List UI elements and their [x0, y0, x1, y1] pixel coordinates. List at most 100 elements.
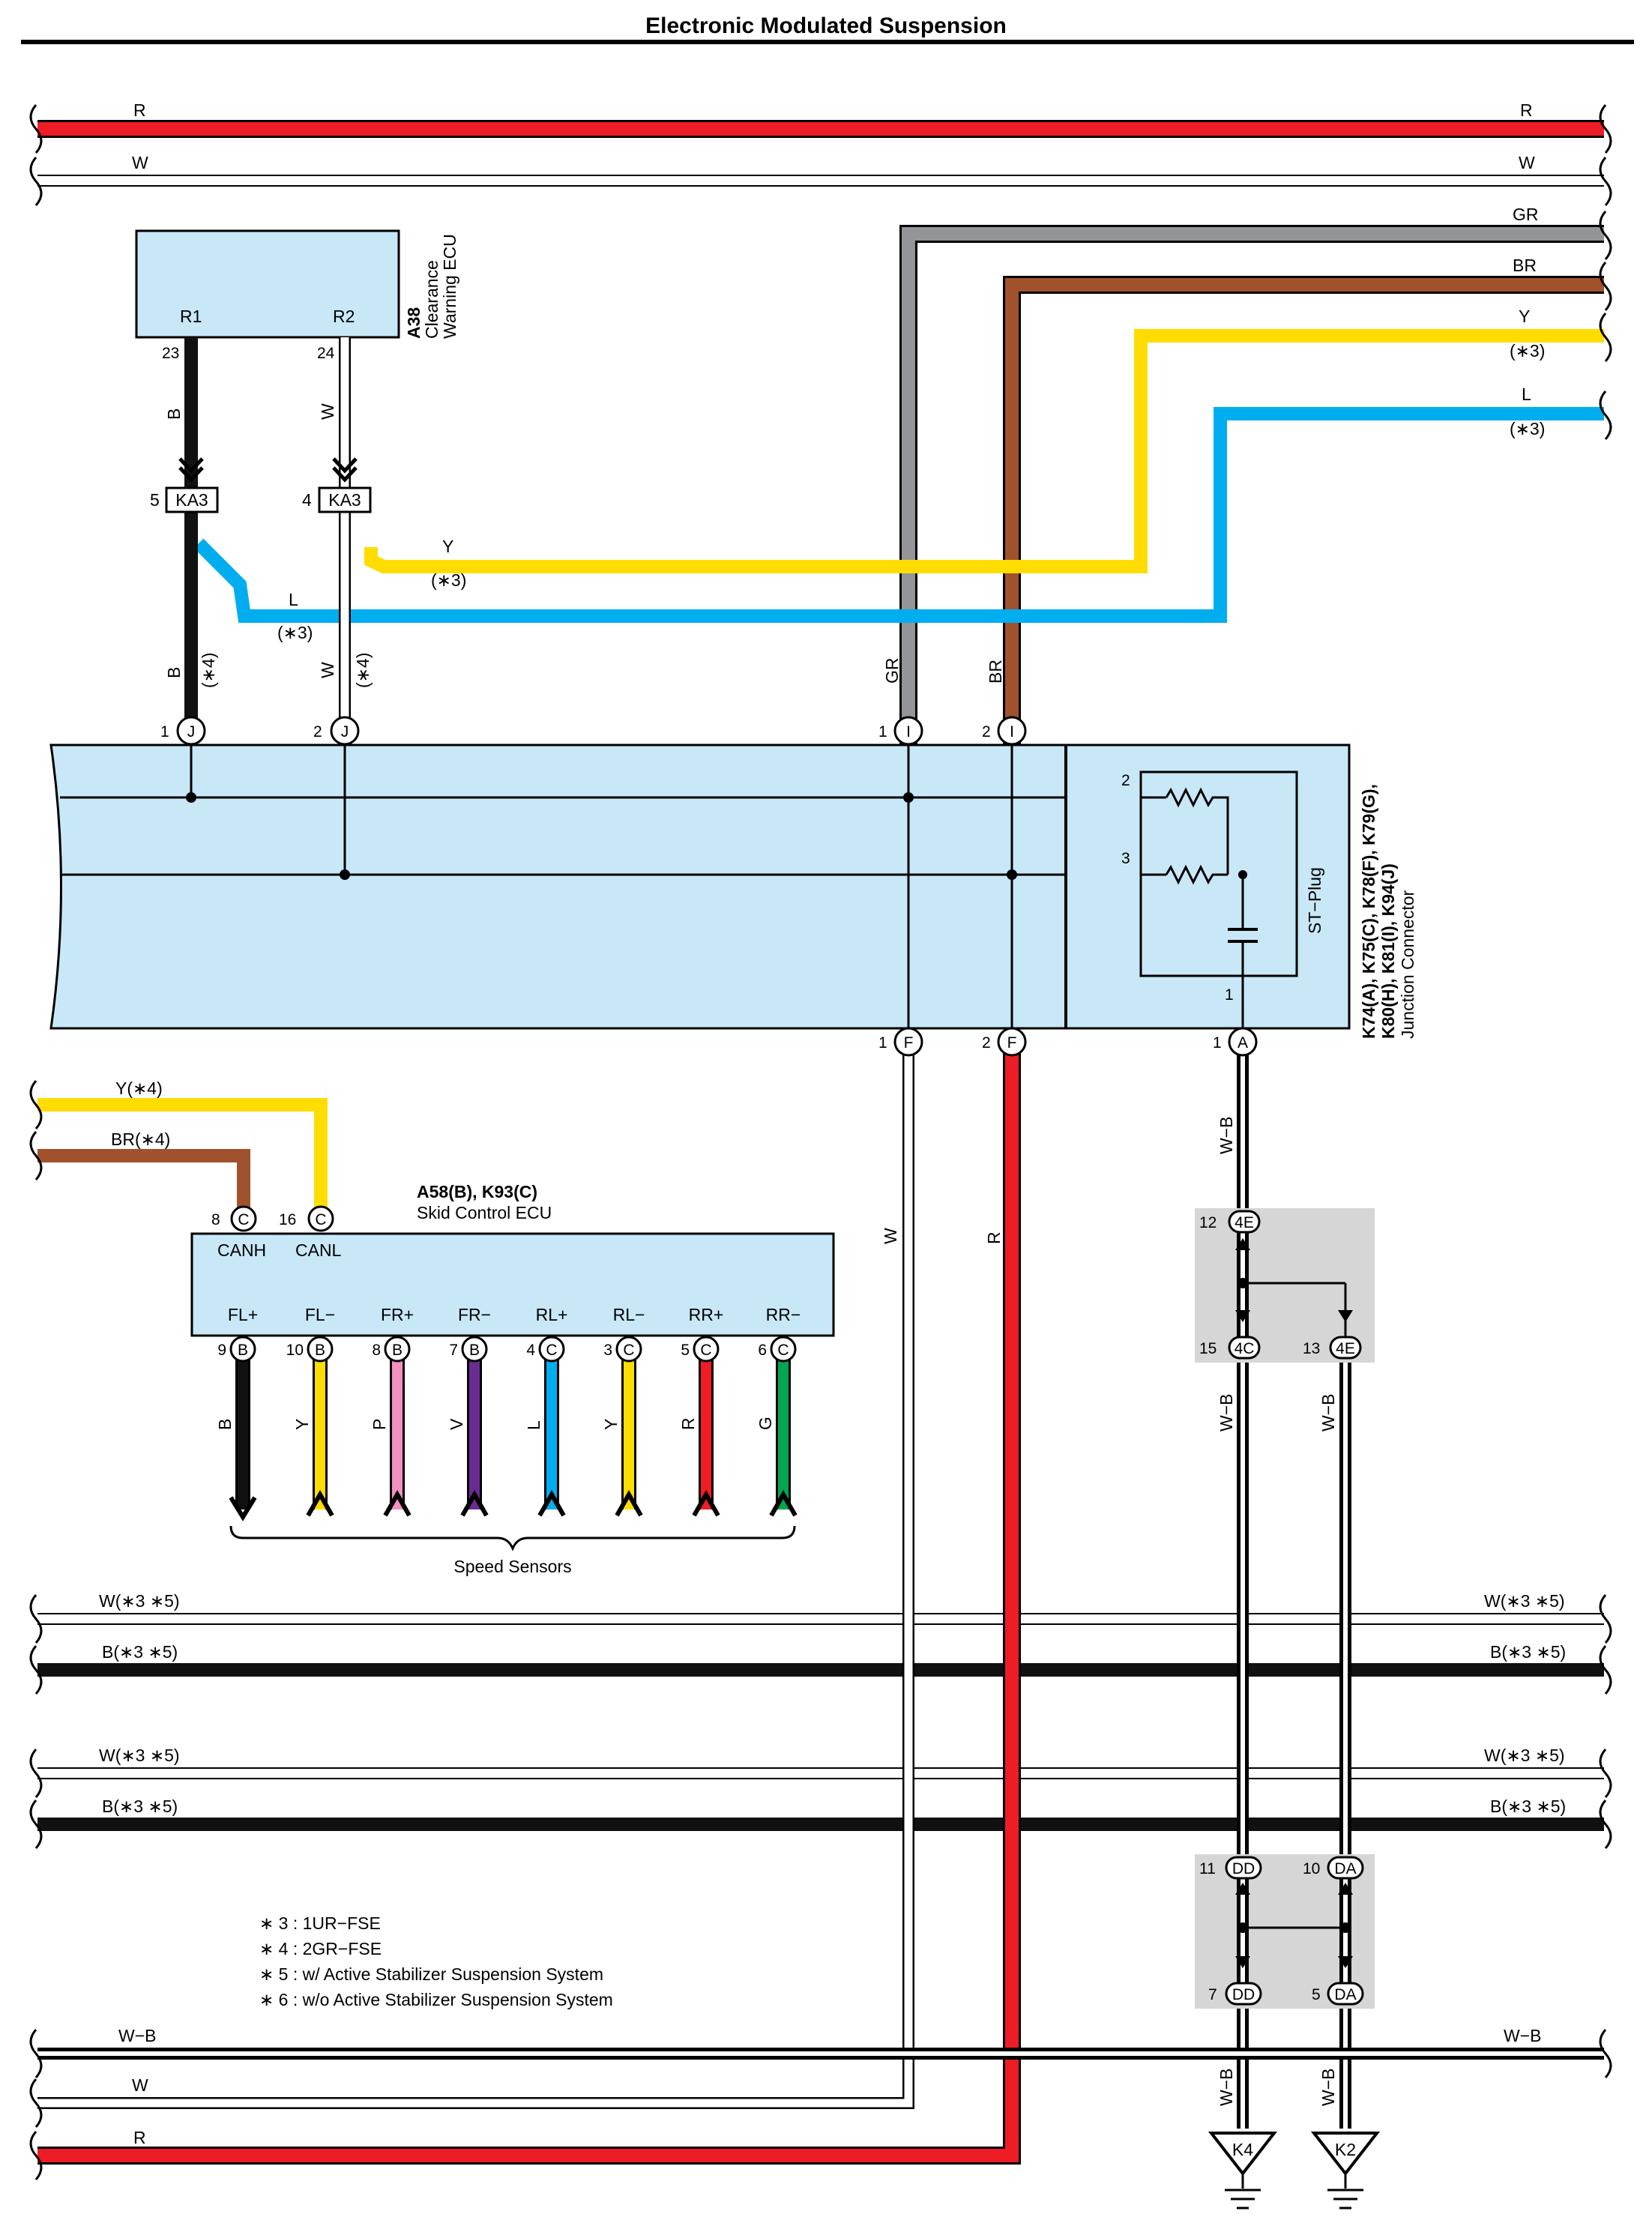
label-br-top: BR: [1513, 256, 1537, 275]
speed-sensor-wire-label: Y: [292, 1419, 312, 1430]
svg-text:I: I: [1010, 723, 1014, 741]
svg-text:J: J: [187, 723, 196, 741]
pin-i2: I 2: [982, 716, 1027, 746]
skid-ecu-name: Skid Control ECU: [417, 1203, 552, 1222]
label-b-j-note: (∗4): [199, 653, 218, 688]
footnotes: ∗ 3 : 1UR−FSE ∗ 4 : 2GR−FSE ∗ 5 : w/ Act…: [259, 1913, 613, 2009]
pin-j1: J 1: [160, 716, 206, 746]
ground-k2: K2: [1310, 2132, 1381, 2210]
label-l-ka3: L: [289, 590, 298, 609]
label-l-ka3-note: (∗3): [277, 623, 313, 642]
splice-15-conn: 4C: [1235, 1340, 1255, 1357]
splice-7-conn: DD: [1232, 1986, 1255, 2003]
pin-a1-no: 1: [1213, 1034, 1222, 1052]
speed-sensor-pin-conn: B: [238, 1342, 248, 1359]
speed-sensor-pin-no: 7: [449, 1342, 458, 1359]
splice-10-conn: DA: [1334, 1860, 1356, 1877]
speed-sensor-pin-no: 6: [758, 1342, 767, 1359]
clearance-ecu-name-2: Warning ECU: [440, 234, 459, 339]
speed-sensor-pin-rr-minus: RR−C6G: [756, 1305, 801, 1517]
speed-sensor-pin-rl-plus: RL+C4L: [524, 1305, 567, 1517]
label-wb-5: W−B: [1318, 2069, 1338, 2106]
speed-sensor-pin-no: 5: [681, 1342, 690, 1359]
skid-top-pin-16-no: 16: [279, 1211, 296, 1228]
junction-name: Junction Connector: [1398, 890, 1417, 1039]
bus-w2-right: W(∗3 ∗5): [1484, 1746, 1565, 1765]
speed-sensor-pin-label: RL−: [613, 1305, 645, 1324]
pin-r2-label: R2: [333, 307, 355, 326]
label-skid-br: BR(∗4): [111, 1129, 170, 1149]
label-w-a38: W: [318, 403, 337, 420]
bus-b1-right: B(∗3 ∗5): [1490, 1642, 1566, 1662]
label-w-j-note: (∗4): [353, 653, 373, 688]
skid-top-pin-8-no: 8: [211, 1211, 220, 1228]
splice-lower: DD 11 DA 10 DD 7 DA 5: [1195, 1854, 1375, 2009]
skid-top-pin-16-conn: C: [315, 1211, 326, 1228]
label-skid-y: Y(∗4): [115, 1079, 163, 1098]
label-wb-3: W−B: [1318, 1394, 1338, 1432]
speed-sensor-pins: FL+B9BFL−B10YFR+B8PFR−B7VRL+C4LRL−C3YRR+…: [215, 1305, 801, 1521]
label-w-mid: W: [881, 1228, 900, 1244]
note-3: ∗ 3 : 1UR−FSE: [259, 1913, 381, 1933]
splice-12-conn: 4E: [1235, 1214, 1254, 1231]
diagram-title: Electronic Modulated Suspension: [645, 13, 1007, 38]
splice-13-conn: 4E: [1336, 1340, 1355, 1357]
speed-sensor-wire-label: Y: [601, 1419, 621, 1430]
speed-sensor-pin-no: 4: [526, 1342, 535, 1359]
ka3-connector-right: KA3 4: [302, 457, 372, 513]
pin-a1: A 1: [1213, 1027, 1258, 1057]
lower-buses: W(∗3 ∗5) W(∗3 ∗5) B(∗3 ∗5) B(∗3 ∗5) W(∗3…: [29, 1591, 1612, 2180]
speed-sensor-pin-label: RR+: [689, 1305, 724, 1324]
svg-text:J: J: [341, 723, 349, 741]
title-rule: [21, 40, 1634, 44]
label-y-ka3: Y: [442, 537, 453, 556]
label-gr-top: GR: [1513, 205, 1539, 224]
bus-wb-left: W−B: [118, 2026, 156, 2045]
clearance-warning-ecu: R1 R2 23 24 A38 Clearance Warning ECU: [135, 229, 459, 362]
ground-k4: K4: [1208, 2132, 1278, 2210]
speed-sensor-pin-conn: B: [392, 1342, 403, 1359]
splice-11-conn: DD: [1232, 1860, 1255, 1877]
splice-7-no: 7: [1208, 1986, 1217, 2003]
speed-sensor-pin-conn: C: [777, 1342, 789, 1359]
label-y-top: Y: [1519, 307, 1530, 326]
bus-b2-right: B(∗3 ∗5): [1490, 1797, 1566, 1816]
speed-sensor-pin-label: FL+: [228, 1305, 258, 1324]
splice-15-no: 15: [1199, 1340, 1217, 1357]
speed-sensor-wire-label: G: [756, 1417, 775, 1430]
st-plug-pin-1: 1: [1225, 986, 1234, 1004]
skid-pin-canl: CANL: [295, 1240, 342, 1260]
label-w-top-left: W: [132, 153, 148, 172]
splice-5-no: 5: [1312, 1986, 1321, 2003]
speed-sensor-wire-label: V: [447, 1418, 466, 1430]
label-w-top-right: W: [1519, 153, 1535, 172]
pin-r1-label: R1: [180, 307, 202, 326]
junction-codes-2: K80(H), K81(I), K94(J): [1378, 863, 1398, 1039]
speed-sensor-pin-no: 8: [372, 1342, 381, 1359]
junction-connector: 2 3 1 ST−Plug K74(A), K75(C), K78(F), K7…: [49, 731, 1417, 1042]
top-bus: R R W W GR BR Y (∗3) L (∗3): [29, 100, 1612, 749]
svg-text:A: A: [1238, 1034, 1248, 1052]
label-b-j: B: [164, 667, 184, 678]
st-plug-pin-3: 3: [1121, 850, 1130, 867]
label-y-top-note: (∗3): [1510, 341, 1545, 361]
pin-f2: F 2: [982, 1027, 1027, 1057]
speed-sensor-pin-label: FR−: [458, 1305, 491, 1324]
speed-sensor-pin-fr-plus: FR+B8P: [370, 1305, 414, 1517]
svg-text:K4: K4: [1232, 2140, 1253, 2159]
pin-f2-no: 2: [982, 1034, 991, 1052]
skid-pin-canh: CANH: [217, 1240, 266, 1260]
ka3-right-name: KA3: [328, 490, 361, 510]
speed-sensor-pin-fl-plus: FL+B9B: [215, 1305, 258, 1521]
pin-j2-no: 2: [313, 723, 322, 741]
wire-br: [1005, 278, 1604, 749]
svg-text:I: I: [906, 723, 911, 741]
bus-b1-left: B(∗3 ∗5): [102, 1642, 178, 1662]
wire-r-mid: [37, 1042, 1019, 2162]
label-r-top-left: R: [133, 100, 146, 120]
svg-text:K2: K2: [1335, 2140, 1356, 2159]
pin-j2: J 2: [313, 716, 360, 746]
skid-control-ecu: A58(B), K93(C) Skid Control ECU C 8 CANH…: [190, 1182, 835, 1337]
label-l-top: L: [1522, 384, 1531, 404]
